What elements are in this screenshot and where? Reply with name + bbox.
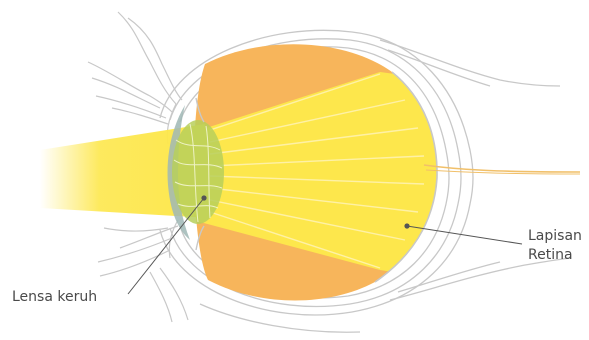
cloudy-lens <box>172 120 224 224</box>
lens-marker-dot <box>201 195 206 200</box>
retina-label-line2: Retina <box>528 246 582 265</box>
cloudy-lens-label: Lensa keruh <box>12 288 97 307</box>
retina-marker-dot <box>404 223 409 228</box>
retina-label-line1: Lapisan <box>528 227 582 246</box>
retina-label: Lapisan Retina <box>528 227 582 265</box>
optic-nerve <box>424 165 580 174</box>
